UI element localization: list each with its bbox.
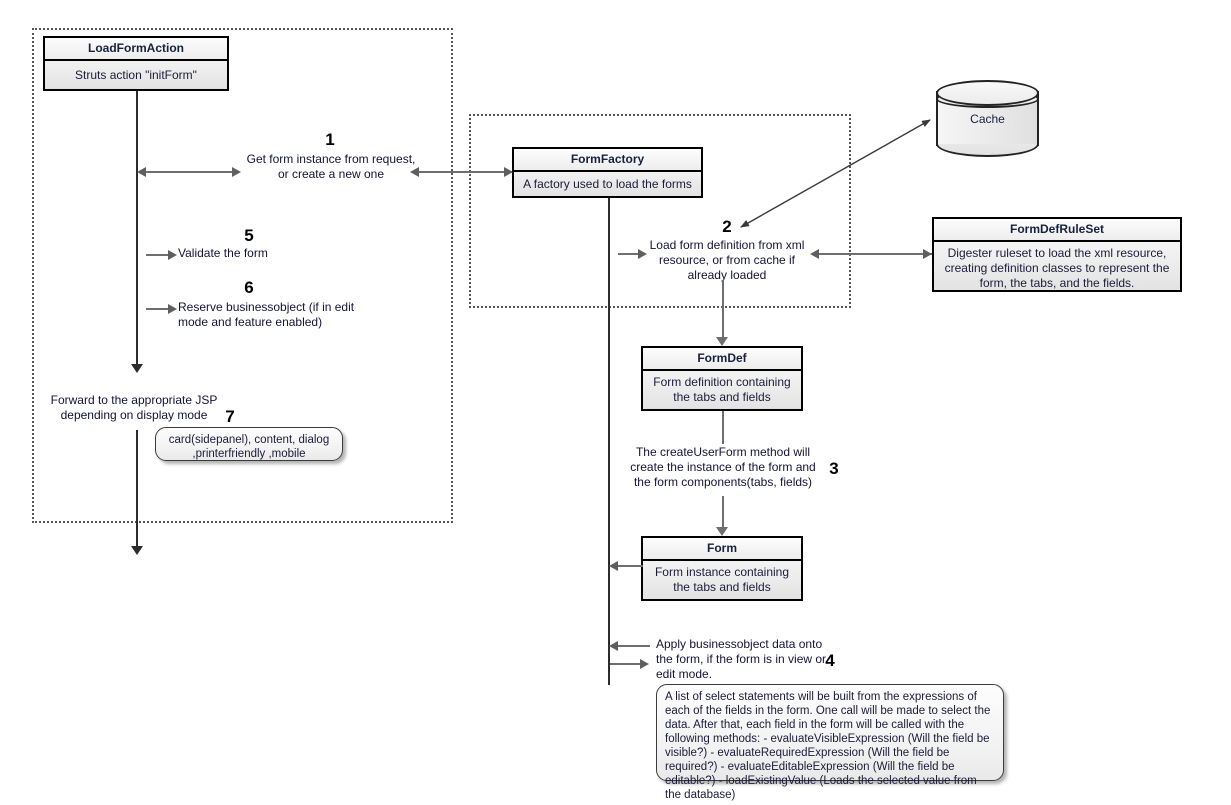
step-3-label: The createUserForm method will create th… <box>630 445 816 489</box>
form-to-factory-return-connector <box>618 565 643 567</box>
load-form-action-body: Struts action "initForm" <box>75 67 197 82</box>
step-6-connector <box>146 308 170 310</box>
step-2-to-form-def-connector <box>722 280 724 338</box>
form-def-body: Form definition containing the tabs and … <box>653 375 791 404</box>
class-box-form[interactable]: Form Form instance containing the tabs a… <box>641 536 803 601</box>
step-4-number: 4 <box>825 651 835 670</box>
field-methods-note-text: A list of select statements will be buil… <box>665 691 991 801</box>
form-def-title: FormDef <box>643 348 801 371</box>
step-1-number: 1 <box>325 130 335 149</box>
step-6-arrowhead <box>168 304 177 314</box>
form-def-to-form-connector-upper <box>722 411 724 444</box>
step-4-label: Apply businessobject data onto the form,… <box>656 637 827 681</box>
step-7-number: 7 <box>225 407 235 426</box>
step-7-label: Forward to the appropriate JSP depending… <box>50 393 218 422</box>
step-2-label: Load form definition from xml resource, … <box>649 238 805 282</box>
load-form-action-lifeline-lower <box>136 430 138 548</box>
load-form-action-title: LoadFormAction <box>45 38 227 61</box>
form-factory-title: FormFactory <box>514 149 701 172</box>
form-body: Form instance containing the tabs and fi… <box>654 565 790 594</box>
form-def-rule-set-title: FormDefRuleSet <box>934 219 1180 242</box>
step-2-arrowhead-label <box>638 249 647 259</box>
step-6-number: 6 <box>244 278 254 297</box>
step-5-arrowhead <box>168 250 177 260</box>
step-2-to-form-def-arrowhead <box>716 337 728 346</box>
form-def-rule-set-body: Digester ruleset to load the xml resourc… <box>944 246 1170 290</box>
step-4-arrowhead-out <box>640 659 649 669</box>
step-5-connector <box>146 254 170 256</box>
class-box-load-form-action[interactable]: LoadFormAction Struts action "initForm" <box>43 36 229 91</box>
class-box-form-factory[interactable]: FormFactory A factory used to load the f… <box>512 147 703 198</box>
step-2-arrowhead-ruleset <box>923 249 932 259</box>
step-4-arrowhead-in <box>609 641 618 651</box>
cache-label: Cache <box>970 111 1005 126</box>
cache-datastore[interactable]: Cache <box>936 80 1039 157</box>
form-factory-body: A factory used to load the forms <box>523 176 692 191</box>
step-5-label: Validate the form <box>178 246 268 260</box>
form-def-to-form-connector-lower <box>722 496 724 528</box>
step-1-arrowhead-label <box>410 167 419 177</box>
class-box-form-def[interactable]: FormDef Form definition containing the t… <box>641 346 803 411</box>
load-form-action-lifeline-arrowhead <box>131 364 143 373</box>
display-modes-note-text: card(sidepanel), content, dialog ,printe… <box>168 434 330 460</box>
cache-cylinder-top <box>936 80 1039 106</box>
step-2-arrowhead-left <box>810 249 819 259</box>
step-3-number: 3 <box>829 459 839 478</box>
step-2-connector-from-factory <box>618 253 640 255</box>
step-6-label: Reserve businessobject (if in edit mode … <box>178 300 355 329</box>
form-to-factory-return-arrowhead <box>609 561 618 571</box>
load-form-action-scope-frame <box>32 28 453 523</box>
step-1-arrowhead-left <box>137 167 146 177</box>
step-5-number: 5 <box>244 226 254 245</box>
step-1-connector-left <box>146 171 234 173</box>
form-factory-lifeline <box>608 198 610 685</box>
step-1-connector-right <box>418 171 512 173</box>
field-methods-note: A list of select statements will be buil… <box>656 684 1004 801</box>
step-1-arrowhead-right <box>232 167 241 177</box>
step-4-connector-in <box>618 645 650 647</box>
form-title: Form <box>643 538 801 561</box>
form-def-to-form-arrowhead <box>716 527 728 536</box>
step-1-arrowhead-factory <box>504 167 513 177</box>
step-4-connector-out <box>610 663 642 665</box>
step-2-connector-ruleset <box>818 253 932 255</box>
step-1-label: Get form instance from request, or creat… <box>246 152 416 181</box>
display-modes-note: card(sidepanel), content, dialog ,printe… <box>155 427 343 461</box>
load-form-action-lifeline-lower-arrowhead <box>131 546 143 555</box>
step-2-number: 2 <box>722 217 732 236</box>
class-box-form-def-rule-set[interactable]: FormDefRuleSet Digester ruleset to load … <box>932 217 1182 292</box>
load-form-action-lifeline <box>136 91 138 366</box>
